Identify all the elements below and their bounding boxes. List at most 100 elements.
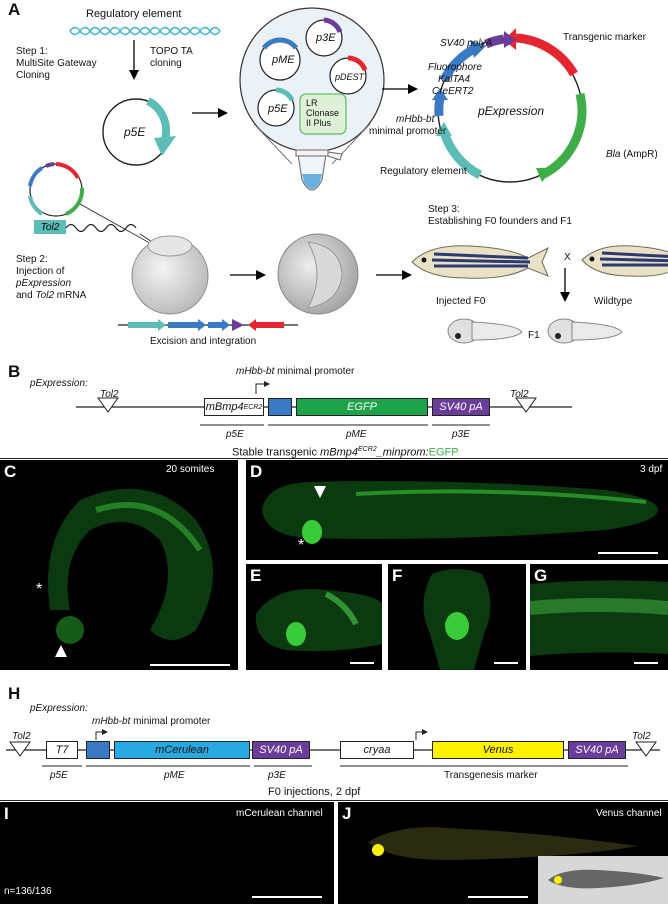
micrograph-c: 20 somites *	[0, 460, 238, 670]
sv40-polya-label: SV40 polyA	[440, 38, 493, 49]
p3e-label: p3E	[316, 32, 336, 44]
arrow-right-icon	[230, 270, 266, 280]
micrograph-i: mCerulean channel n=136/136	[0, 802, 334, 904]
divider	[0, 800, 668, 801]
promoter-h-label: mHbb-bt minimal promoter	[92, 716, 211, 727]
panel-letter-e: E	[250, 566, 262, 585]
micrograph-j: Venus channel	[338, 802, 668, 904]
venus-box: Venus	[432, 741, 564, 759]
topo-label2: cloning	[150, 58, 182, 69]
micrograph-d: 3 dpf *	[246, 460, 668, 560]
p5e-h-label: p5E	[50, 770, 68, 781]
fluorophore-label: Fluorophore	[428, 62, 482, 73]
pexpression-b-label: pExpression:	[30, 378, 88, 389]
step2-label: Step 2:	[16, 254, 48, 265]
minprom-h-box	[86, 741, 110, 759]
wildtype-label: Wildtype	[594, 296, 633, 307]
f1-larva-2	[547, 318, 623, 344]
mhbb-label: mHbb-bt	[396, 114, 435, 125]
asterisk-d: *	[298, 537, 305, 554]
step2-pexpression: pExpression	[16, 278, 72, 289]
micrograph-g	[530, 564, 668, 670]
brightfield-inset	[538, 856, 668, 904]
lr-label: LR	[306, 98, 318, 108]
panel-letter-h: H	[8, 684, 21, 703]
module-underlines-b	[200, 424, 490, 426]
bla-label: Bla (AmpR)	[606, 149, 658, 160]
arrowhead-c-icon	[55, 645, 67, 657]
integration-construct	[118, 319, 298, 331]
tol2-mrna-box: Tol2	[34, 220, 66, 234]
regulatory-element2-label: Regulatory element	[380, 166, 467, 177]
p5e-label: p5E	[124, 125, 146, 139]
scalebar-e	[350, 662, 374, 664]
scalebar-f	[494, 662, 518, 664]
regulatory-element-label: Regulatory element	[86, 8, 182, 20]
p3e-b-label: p3E	[452, 429, 470, 440]
venus-channel-label: Venus channel	[596, 808, 662, 819]
creert2-label: CreERT2	[432, 86, 474, 97]
minprom-b-box	[268, 398, 292, 416]
tol2-left-b: Tol2	[100, 389, 119, 400]
injected-f0-label: Injected F0	[436, 296, 486, 307]
step2-mrna: and Tol2 mRNA	[16, 290, 87, 301]
stage-c-label: 20 somites	[166, 464, 215, 475]
scalebar-d	[598, 552, 658, 554]
cross-label: X	[564, 252, 571, 263]
panel-letter-j: J	[342, 804, 352, 823]
pme-label: pME	[272, 54, 295, 66]
embryo-later	[277, 233, 359, 315]
step3-label: Step 3:	[428, 204, 460, 215]
stable-transgenic-title: Stable transgenic mBmp4ECR2_minprom:EGFP	[232, 446, 459, 459]
tol2-right-b: Tol2	[510, 389, 529, 400]
p5e-b-label: p5E	[226, 429, 244, 440]
step2-sub: Injection of	[16, 266, 65, 277]
mcerulean-box: mCerulean	[114, 741, 250, 759]
p5e-plasmid	[102, 97, 176, 166]
pdest-label: pDEST	[335, 72, 365, 82]
f0-injections-title: F0 injections, 2 dpf	[268, 786, 361, 798]
scalebar-i	[252, 896, 322, 898]
cryaa-box: cryaa	[340, 741, 414, 759]
panel-letter-g: G	[534, 566, 548, 585]
f1-larva-1	[447, 318, 523, 344]
tol2-left-h: Tol2	[12, 731, 31, 742]
panel-letter-a: A	[8, 0, 21, 19]
panel-letter-f: F	[392, 566, 403, 585]
arrowhead-d-icon	[314, 486, 326, 498]
sv40-h-box-1: SV40 pA	[252, 741, 310, 759]
sv40-b-box: SV40 pA	[432, 398, 490, 416]
scalebar-c	[150, 664, 230, 666]
excision-label: Excision and integration	[150, 336, 257, 347]
divider	[0, 458, 668, 459]
p5e-small-label: p5E	[268, 103, 288, 115]
panel-letter-b: B	[8, 362, 21, 381]
n-count-label: n=136/136	[4, 886, 52, 897]
clonase-label: Clonase	[306, 108, 340, 118]
small-plasmid	[28, 162, 85, 217]
reaction-bubble	[239, 7, 385, 191]
zebrafish-wildtype	[581, 245, 668, 277]
step1-label: Step 1:	[16, 46, 48, 57]
pexpression-center-label: pExpression	[478, 104, 545, 118]
f1-label: F1	[528, 330, 540, 341]
minimal-promoter-label: minimal promoter	[369, 126, 447, 137]
mcerulean-channel-label: mCerulean channel	[236, 808, 323, 819]
scalebar-j	[468, 896, 528, 898]
transgenesis-marker-label: Transgenesis marker	[444, 770, 538, 781]
stage-d-label: 3 dpf	[640, 464, 663, 475]
sv40-h-box-2: SV40 pA	[568, 741, 626, 759]
transgenic-marker-label: Transgenic marker	[563, 32, 646, 43]
step1-sub2: Cloning	[16, 70, 50, 81]
step1-sub: MultiSite Gateway	[16, 58, 97, 69]
step3-sub: Establishing F0 founders and F1	[428, 216, 572, 227]
pexpression-h-label: pExpression:	[30, 703, 88, 714]
embryo-1cell	[131, 235, 209, 315]
tol2-right-h: Tol2	[632, 731, 651, 742]
arrow-down-icon	[129, 40, 139, 80]
egfp-box: EGFP	[296, 398, 428, 416]
arrow-right-icon	[376, 270, 412, 280]
dna-helix-icon	[69, 26, 221, 36]
pme-b-label: pME	[346, 429, 367, 440]
